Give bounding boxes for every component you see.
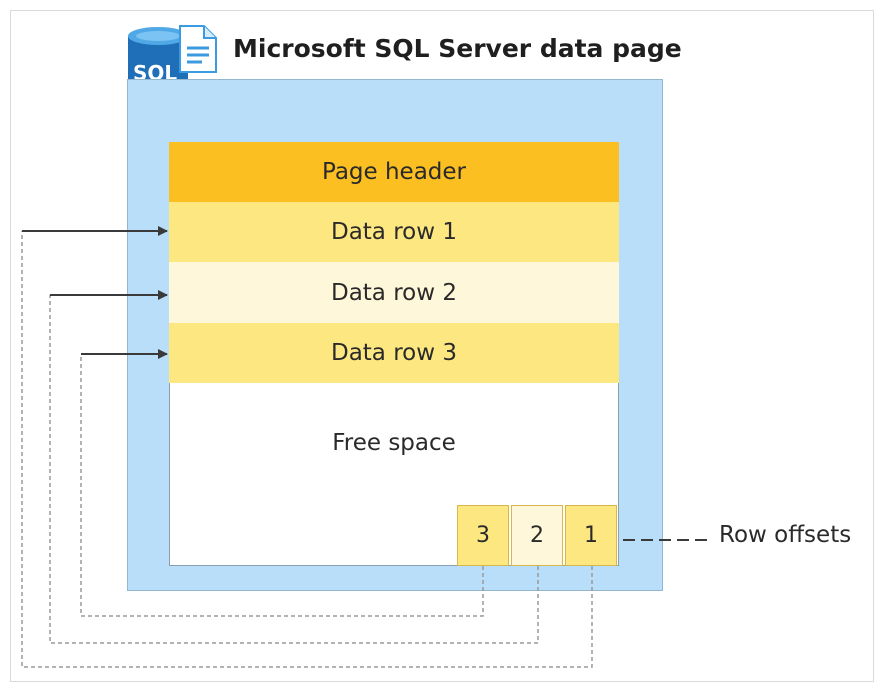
diagram-frame xyxy=(10,10,874,682)
data-row-3: Data row 3 xyxy=(169,323,619,383)
row-offsets-label: Row offsets xyxy=(719,522,852,548)
data-row-2: Data row 2 xyxy=(169,262,619,323)
row-offset-3: 3 xyxy=(457,505,509,566)
row-offset-1: 1 xyxy=(565,505,617,566)
document-icon xyxy=(179,25,217,73)
page-header-block: Page header xyxy=(169,142,619,202)
data-row-1: Data row 1 xyxy=(169,202,619,262)
row-offset-2: 2 xyxy=(511,505,563,566)
diagram-title: Microsoft SQL Server data page xyxy=(233,34,682,63)
free-space-label: Free space xyxy=(332,430,456,456)
